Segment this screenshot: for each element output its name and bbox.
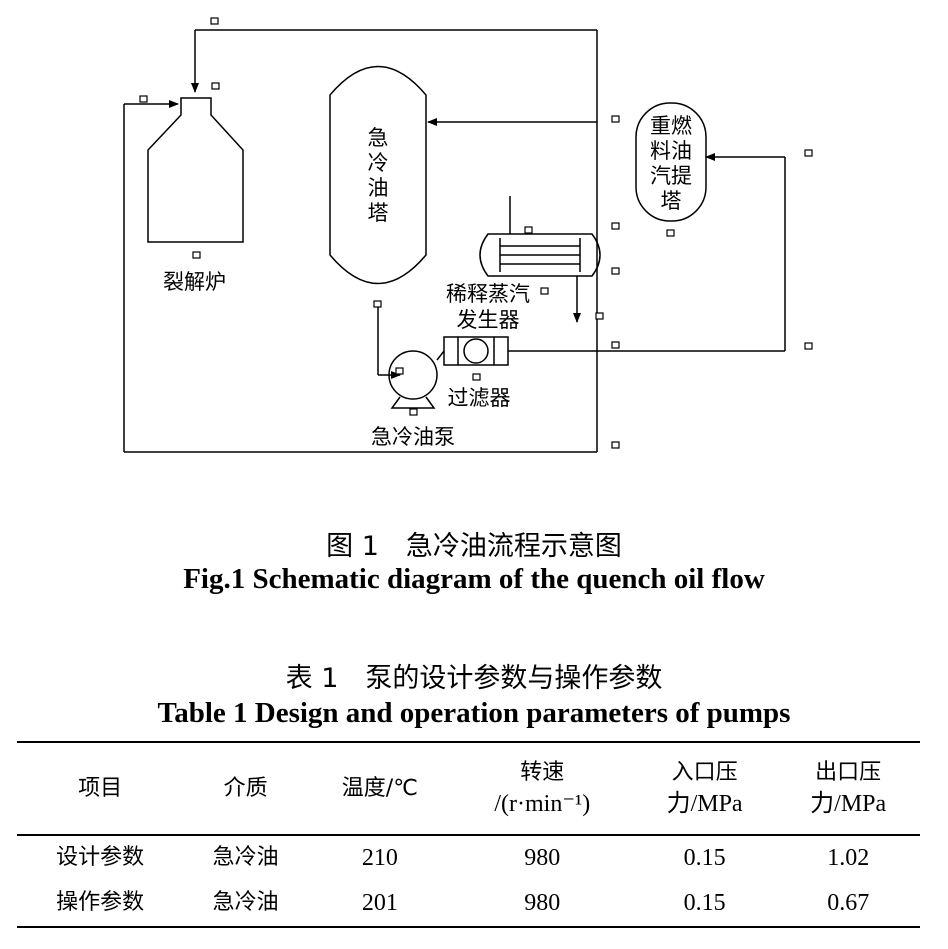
steam-generator-label-2: 发生器 xyxy=(457,308,520,332)
header-item: 项目 xyxy=(78,775,123,801)
table-cell: 980 xyxy=(524,889,561,916)
table-row: 操作参数 急冷油 201 980 0.15 0.67 xyxy=(17,881,920,927)
quench-tower-label-1: 急 xyxy=(368,126,389,150)
table-cell: 急冷油 xyxy=(212,845,279,871)
stripper-label-2: 料油 xyxy=(650,139,692,163)
table-row: 设计参数 急冷油 210 980 0.15 1.02 xyxy=(17,835,920,881)
table-cell: 急冷油 xyxy=(212,890,279,916)
filter-shape xyxy=(443,336,509,366)
table-cell: 980 xyxy=(524,844,561,871)
header-outlet-pressure: 出口压力/MPa xyxy=(810,760,887,817)
stripper-shape xyxy=(635,102,707,222)
figure-caption-en: Fig.1 Schematic diagram of the quench oi… xyxy=(183,563,765,595)
table-cell: 0.67 xyxy=(827,889,870,916)
table-caption-en: Table 1 Design and operation parameters … xyxy=(157,697,791,729)
cracking-furnace-shape xyxy=(147,97,244,243)
table-header-row: 项目 介质 温度/℃ 转速/(r·min⁻¹) 入口压力/MPa 出口压力/MP… xyxy=(17,742,920,835)
pump-parameters-table: 项目 介质 温度/℃ 转速/(r·min⁻¹) 入口压力/MPa 出口压力/MP… xyxy=(17,741,920,928)
figure-caption-cn: 图 1 急冷油流程示意图 xyxy=(326,531,622,562)
table-cell: 201 xyxy=(361,889,398,916)
stripper-label-4: 塔 xyxy=(661,189,682,213)
quench-oil-tower-shape xyxy=(329,65,427,285)
table-cell: 1.02 xyxy=(827,844,870,871)
stripper-label-3: 汽提 xyxy=(650,164,692,188)
filter-label: 过滤器 xyxy=(448,386,511,410)
table-cell: 设计参数 xyxy=(56,845,145,871)
header-inlet-pressure: 入口压力/MPa xyxy=(666,760,743,817)
steam-generator-label-1: 稀释蒸汽 xyxy=(446,282,530,306)
cracking-furnace-label: 裂解炉 xyxy=(163,270,226,294)
quench-tower-label-3: 油 xyxy=(368,176,389,200)
header-medium: 介质 xyxy=(223,775,268,801)
table-cell: 0.15 xyxy=(683,889,726,916)
stripper-label-1: 重燃 xyxy=(650,114,692,138)
quench-oil-flow-diagram: 裂解炉 急 冷 油 塔 重燃 料油 汽提 塔 稀释蒸汽 发生器 过滤器 急冷油泵 xyxy=(123,17,813,453)
table-caption-cn: 表 1 泵的设计参数与操作参数 xyxy=(285,663,663,694)
quench-tower-label-4: 塔 xyxy=(368,201,389,225)
table-cell: 210 xyxy=(361,844,398,871)
header-temperature: 温度/℃ xyxy=(341,775,418,801)
quench-pump-label: 急冷油泵 xyxy=(371,425,455,449)
header-speed: 转速/(r·min⁻¹) xyxy=(494,760,591,817)
table-cell: 0.15 xyxy=(683,844,726,871)
table-cell: 操作参数 xyxy=(56,890,145,916)
quench-tower-label-2: 冷 xyxy=(368,151,389,175)
